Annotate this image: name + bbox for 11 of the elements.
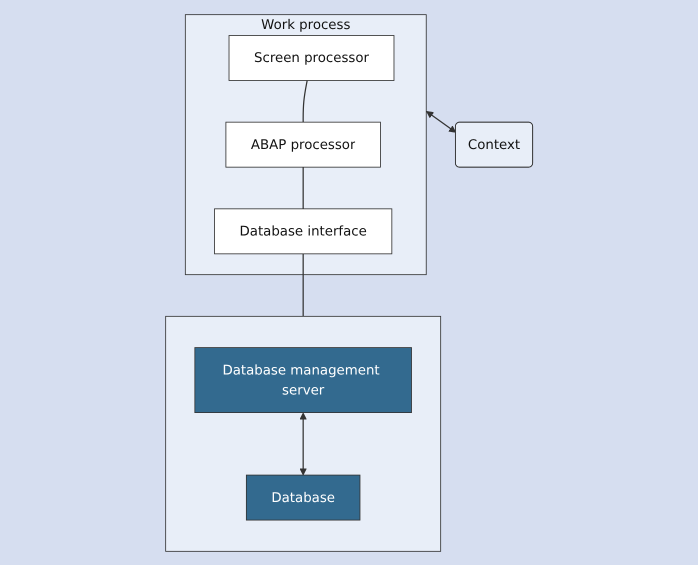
node-box: Database interface <box>214 208 392 254</box>
node-box: Database management server <box>194 346 412 412</box>
node-box: ABAP processor <box>225 121 381 168</box>
cluster <box>165 315 441 552</box>
connector <box>302 253 304 316</box>
arrow <box>299 412 307 475</box>
connector <box>302 80 308 122</box>
connector <box>302 166 304 208</box>
node-box: Database <box>246 474 360 520</box>
arrow <box>426 110 456 132</box>
node-box: Screen processor <box>228 34 394 80</box>
